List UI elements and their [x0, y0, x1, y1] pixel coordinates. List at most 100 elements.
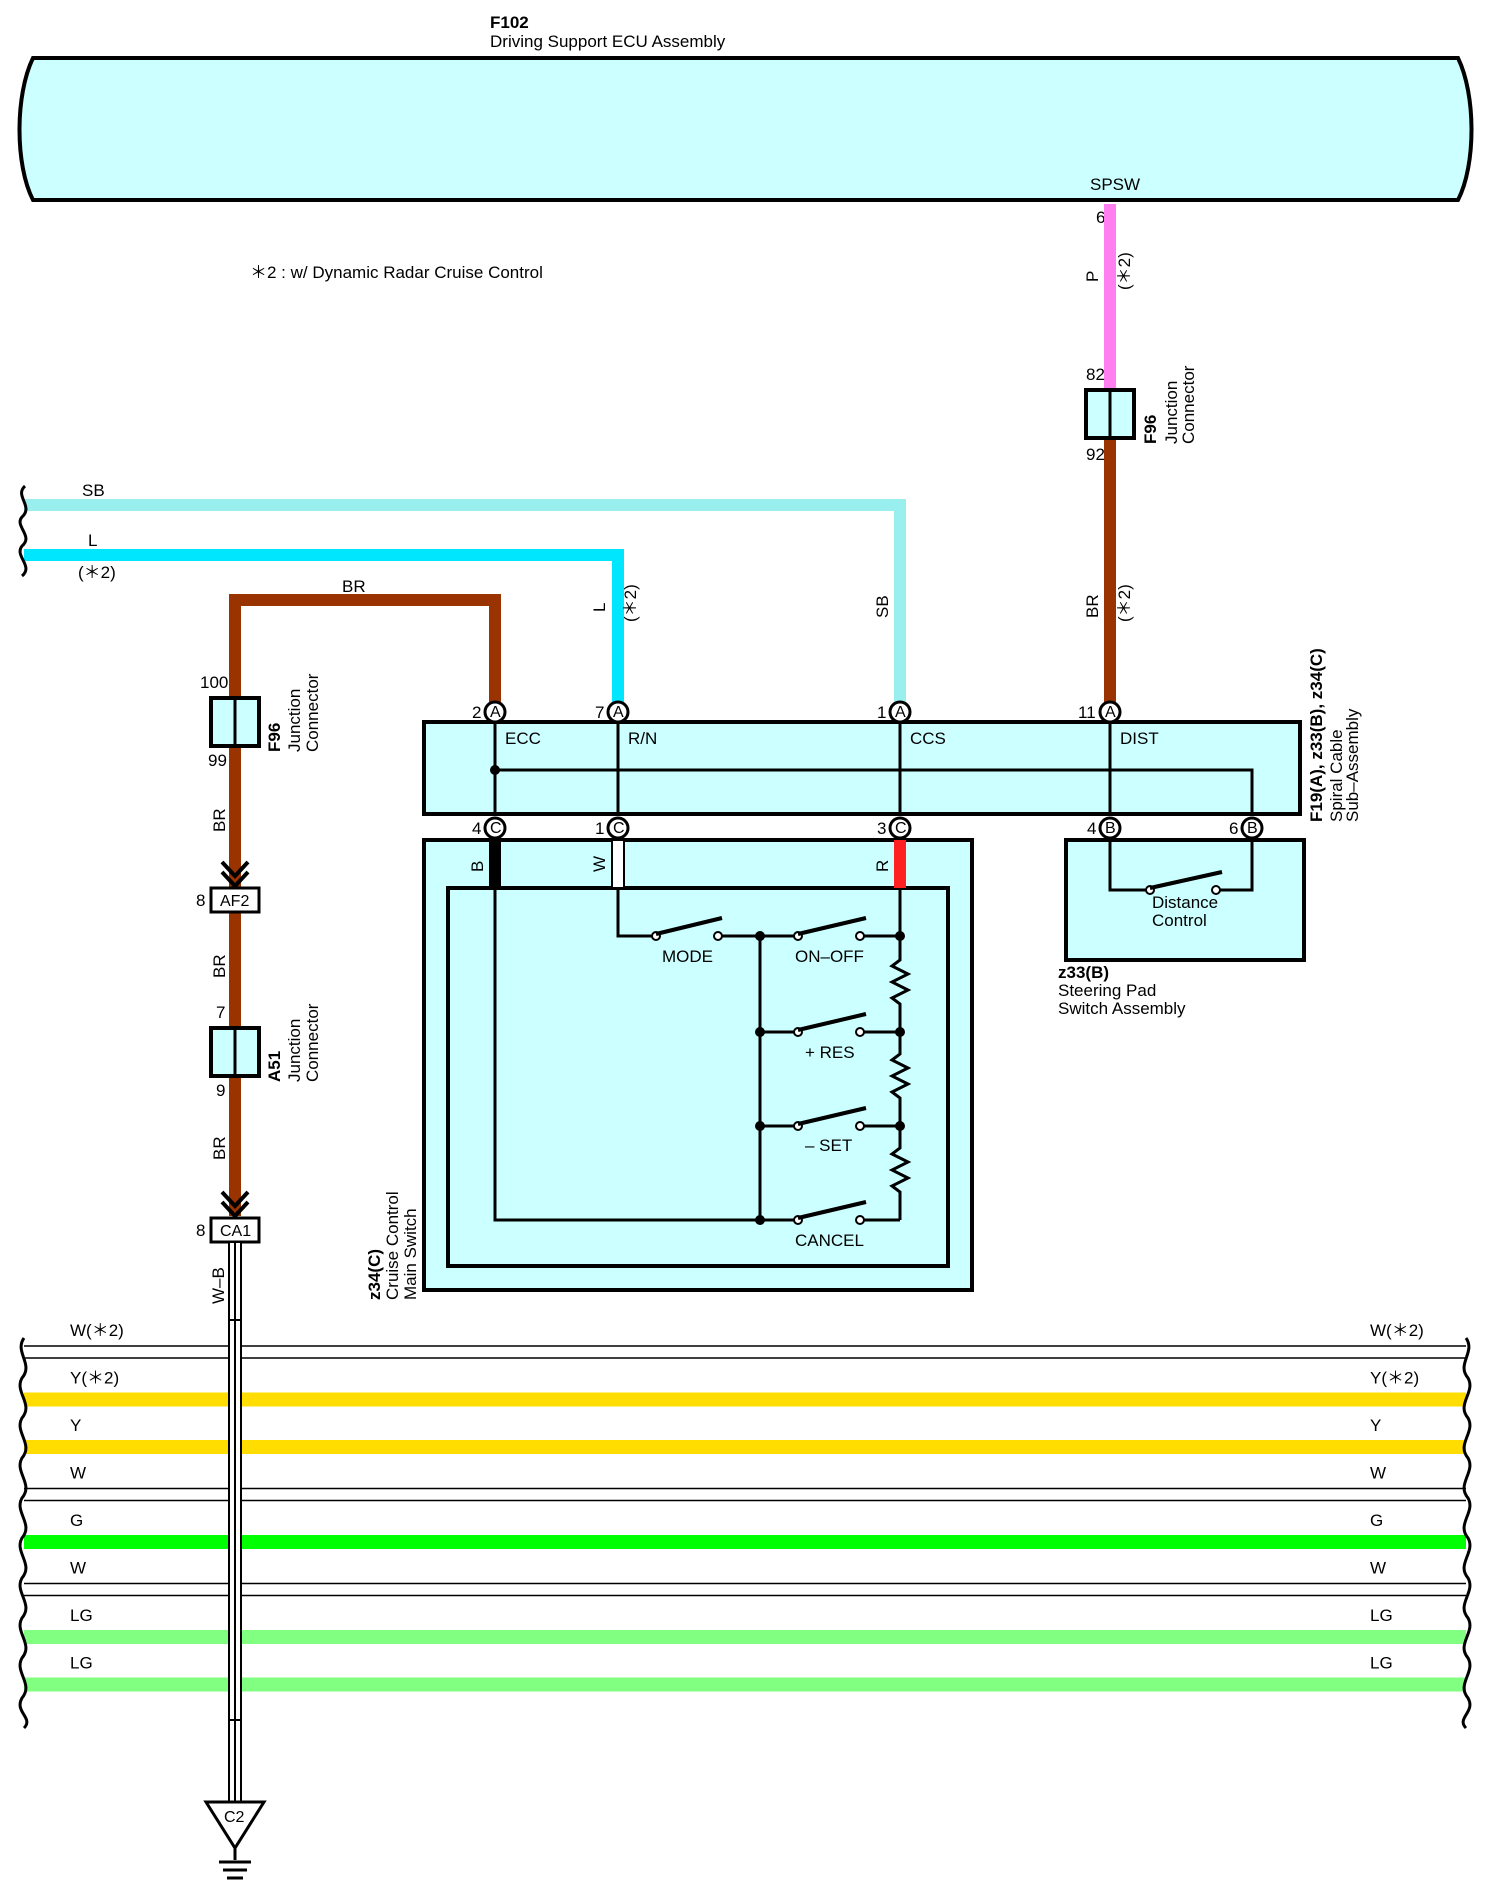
wire-label-sb: SB [82, 481, 105, 500]
bus-label-right: W(＊2) [1370, 1321, 1424, 1340]
wire-label-r: R [873, 860, 892, 872]
resistor-ladder [888, 936, 912, 1220]
pin-connector-letter: A [895, 704, 906, 721]
wire-stub-b [489, 840, 501, 888]
pin-name: R/N [628, 729, 657, 748]
wire-label-br-1: BR [210, 808, 229, 832]
wire-label-p: P [1083, 271, 1102, 282]
connector-af2-arrow [220, 860, 250, 889]
pin-name: ECC [505, 729, 541, 748]
bus-label-left: W(＊2) [70, 1321, 124, 1340]
spiral-bottom-pin: B6 [1229, 816, 1264, 840]
pad-switch-label-1: Distance [1152, 893, 1218, 912]
wire-tag-p: (＊2) [1115, 252, 1134, 290]
pin-connector-letter: A [490, 704, 501, 721]
set-contact-2 [855, 1121, 865, 1131]
pin-number: 1 [595, 819, 604, 838]
node-2 [755, 1027, 765, 1037]
pin-number: 1 [877, 703, 886, 722]
wire-group-dist: P (＊2) BR (＊2) 82 92 F96 Junction Connec… [1083, 204, 1198, 712]
pad-line-left [1108, 840, 1146, 892]
wire-label-br-2: BR [210, 954, 229, 978]
pad-line-right [1220, 840, 1254, 892]
bus-label-right: W [1370, 1464, 1386, 1483]
spiral-bottom-pin: C3 [877, 816, 912, 840]
main-switch-code: z34(C) [365, 1249, 384, 1300]
main-switch-name2: Main Switch [401, 1208, 420, 1300]
pin-connector-letter: C [895, 820, 907, 837]
main-switch-rn-line [616, 888, 652, 938]
wire-label-br-top: BR [342, 577, 366, 596]
wire-tag-l: (＊2) [78, 563, 116, 582]
pin-number: 7 [595, 703, 604, 722]
pin-number: 3 [877, 819, 886, 838]
node-5 [895, 931, 905, 941]
wire-sb [24, 499, 906, 712]
spiral-bottom-pin: C1 [595, 816, 630, 840]
res-blade [797, 1012, 867, 1032]
bus-label-left: W [70, 1559, 86, 1578]
connector-ca1-label: CA1 [220, 1223, 251, 1240]
footnote: ＊2 : w/ Dynamic Radar Cruise Control [250, 263, 543, 282]
bus-label-left: W [70, 1464, 86, 1483]
pin-circle [888, 700, 912, 724]
pin-circle [1098, 700, 1122, 724]
bus-label-right: LG [1370, 1606, 1393, 1625]
node-7 [895, 1121, 905, 1131]
pin-circle [483, 700, 507, 724]
spiral-cable-body [422, 720, 1302, 816]
ecu-code: F102 [490, 13, 529, 32]
wire-stub-w [611, 839, 625, 889]
node-3 [755, 1121, 765, 1131]
wire-tag-br-dist: (＊2) [1115, 584, 1134, 622]
junction-a51-code: A51 [265, 1051, 284, 1082]
pin-number: 2 [472, 703, 481, 722]
junction-top-pin-out: 92 [1086, 445, 1105, 464]
junction-a51-pin-out: 9 [216, 1081, 225, 1100]
ecu-pin-name: SPSW [1090, 175, 1140, 194]
cancel-contact-2 [855, 1215, 865, 1225]
wire-label-br-dist: BR [1083, 594, 1102, 618]
onoff-contact-2 [855, 931, 865, 941]
wire-label-l: L [88, 531, 97, 550]
bus-label-left: Y(＊2) [70, 1369, 119, 1388]
spiral-top-pin: A7R/N [595, 700, 657, 748]
pin-number: 11 [1078, 703, 1096, 722]
bus-wire: Y(＊2)Y(＊2) [24, 1369, 1466, 1407]
junction-left-pin-out: 99 [208, 751, 227, 770]
switch-label-onoff: ON–OFF [795, 947, 864, 966]
bus-label-left: Y [70, 1416, 81, 1435]
res-contact-2 [855, 1027, 865, 1037]
pad-name2: Switch Assembly [1058, 999, 1186, 1018]
junction-top-name1: Junction [1162, 381, 1181, 444]
spiral-name1: Spiral Cable [1327, 729, 1346, 822]
ground-triangle [203, 1800, 267, 1851]
switch-label-mode: MODE [662, 947, 713, 966]
wire-label-sb-vert: SB [873, 595, 892, 618]
cancel-blade [797, 1200, 867, 1220]
connector-ca1 [209, 1216, 261, 1244]
pad-contact-2 [1211, 885, 1221, 895]
pin-number: 6 [1229, 819, 1238, 838]
junction-top-pin-in: 82 [1086, 365, 1105, 384]
main-switch-name1: Cruise Control [383, 1191, 402, 1300]
spiral-bottom-pin: B4 [1087, 816, 1122, 840]
cruise-main-switch: B W R MODE ON–OFF + RES [365, 838, 974, 1300]
pin-connector-letter: C [490, 820, 502, 837]
junction-a51-name2: Connector [303, 1003, 322, 1082]
mode-contact-2 [713, 931, 723, 941]
junction-left-code: F96 [265, 723, 284, 752]
junction-left-pin-in: 100 [200, 673, 228, 692]
connector-ca1-arrow [220, 1190, 250, 1219]
switch-label-cancel: CANCEL [795, 1231, 864, 1250]
pin-connector-letter: A [613, 704, 624, 721]
